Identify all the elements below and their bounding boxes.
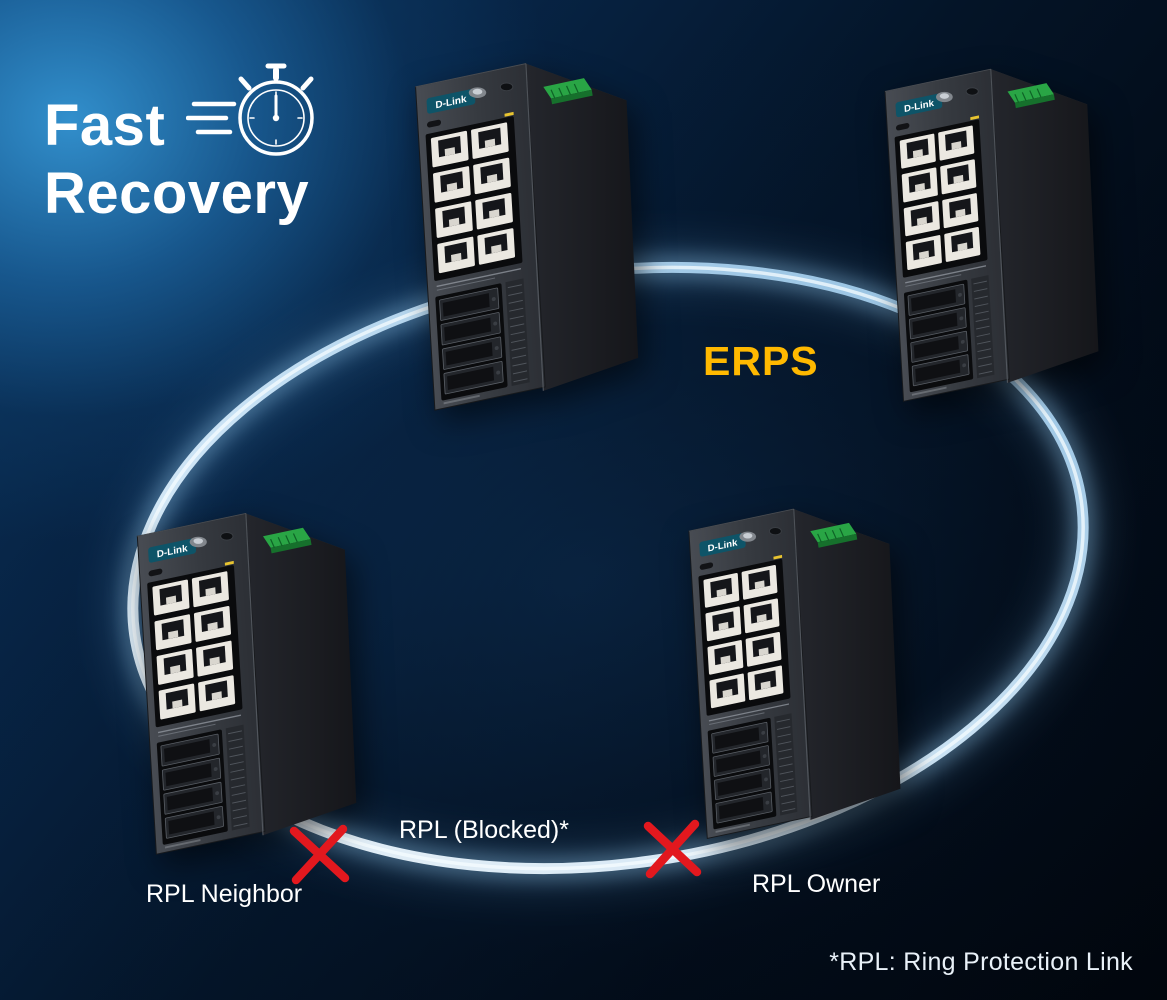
- rpl-blocked-label: RPL (Blocked)*: [399, 816, 569, 844]
- switch-rpl-owner: [676, 496, 906, 846]
- rpl-footnote: *RPL: Ring Protection Link: [829, 948, 1133, 976]
- switch-device-graphic: [885, 69, 1098, 401]
- switch-device-graphic: [416, 64, 639, 411]
- switch-top-left: [402, 50, 644, 418]
- switch-top-right: [872, 56, 1104, 409]
- rpl-neighbor-label: RPL Neighbor: [146, 880, 303, 908]
- switch-rpl-neighbor: [124, 500, 362, 862]
- switch-device-graphic: [689, 509, 901, 838]
- title-line-2: Recovery: [44, 160, 310, 226]
- title-line-1: Fast: [44, 93, 166, 158]
- erps-ring-label: ERPS: [703, 338, 819, 384]
- page-title: Fast Recovery: [44, 92, 309, 228]
- rpl-owner-label: RPL Owner: [752, 870, 881, 898]
- switch-device-graphic: [137, 513, 356, 854]
- stopwatch-icon: [186, 63, 314, 156]
